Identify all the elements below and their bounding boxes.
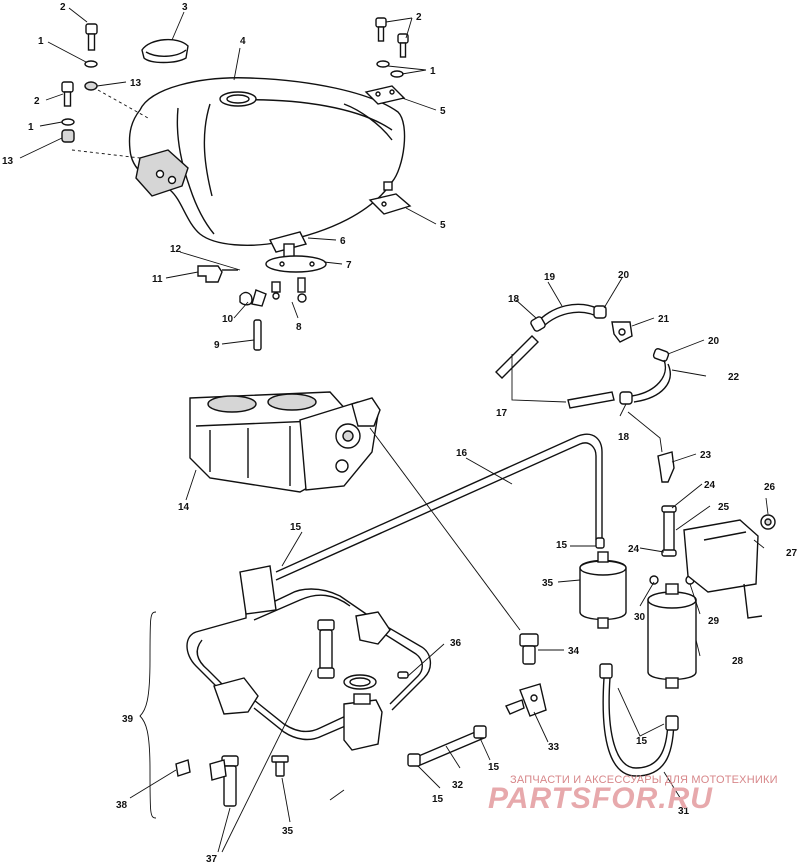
right-fastener-stack [364,17,412,215]
callout-10: 10 [222,314,234,325]
fuel-filter [579,551,627,629]
fuel-line [275,433,605,581]
callout-15: 15 [290,522,302,533]
callout-34: 34 [568,646,580,657]
fuel-cap [141,39,189,64]
callout-15: 15 [556,540,568,551]
callout-33: 33 [548,742,560,753]
pump-bracket [683,514,776,619]
callout-12: 12 [170,244,182,255]
callout-1: 1 [38,36,44,47]
callout-13: 13 [130,78,142,89]
fuel-tank [71,77,406,246]
callout-37: 37 [206,854,218,864]
callout-22: 22 [728,372,740,383]
callout-14: 14 [178,502,190,513]
fuel-sender-assembly [197,231,327,351]
left-fastener-stack [61,23,98,143]
callout-7: 7 [346,260,352,271]
throttle-body [189,391,381,493]
return-loop-hose [599,663,679,777]
callout-29: 29 [708,616,720,627]
callout-15: 15 [488,762,500,773]
callout-5: 5 [440,106,446,117]
callout-5: 5 [440,220,446,231]
callout-3: 3 [182,2,188,13]
callout-23: 23 [700,450,712,461]
callout-21: 21 [658,314,670,325]
inline-fittings [505,633,547,717]
callout-39: 39 [122,714,134,725]
leader-lines [19,7,769,853]
fuel-rail-assembly [139,565,431,819]
callout-20: 20 [708,336,720,347]
callout-28: 28 [732,656,744,667]
fuel-pump [647,575,697,689]
callout-11: 11 [152,274,163,285]
callout-9: 9 [214,340,220,351]
watermark-logo: PARTSFOR.RU [488,782,713,815]
callout-8: 8 [296,322,302,333]
callout-32: 32 [452,780,464,791]
callout-2: 2 [60,2,66,13]
callout-15: 15 [432,794,444,805]
callout-24: 24 [628,544,640,555]
pump-inlet-parts [657,451,677,557]
callout-24: 24 [704,480,716,491]
callout-31: 31 [678,806,690,817]
callout-13: 13 [2,156,14,167]
callout-15: 15 [636,736,648,747]
callout-1: 1 [28,122,34,133]
callout-30: 30 [634,612,646,623]
callout-1: 1 [430,66,436,77]
watermark-caption: ЗАПЧАСТИ И АКСЕССУАРЫ ДЛЯ МОТОТЕХНИКИ [510,774,778,786]
connector-tube [407,725,487,767]
callout-26: 26 [764,482,776,493]
callout-35: 35 [542,578,554,589]
callout-18: 18 [618,432,630,443]
callout-27: 27 [786,548,798,559]
callout-35: 35 [282,826,294,837]
callout-2: 2 [416,12,422,23]
callout-4: 4 [240,36,246,47]
vent-hose-assembly [495,303,671,409]
callout-18: 18 [508,294,520,305]
callout-20: 20 [618,270,630,281]
callout-38: 38 [116,800,128,811]
callout-17: 17 [496,408,508,419]
callout-36: 36 [450,638,462,649]
callout-6: 6 [340,236,346,247]
callout-16: 16 [456,448,468,459]
callout-19: 19 [544,272,556,283]
callout-25: 25 [718,502,730,513]
callout-2: 2 [34,96,40,107]
